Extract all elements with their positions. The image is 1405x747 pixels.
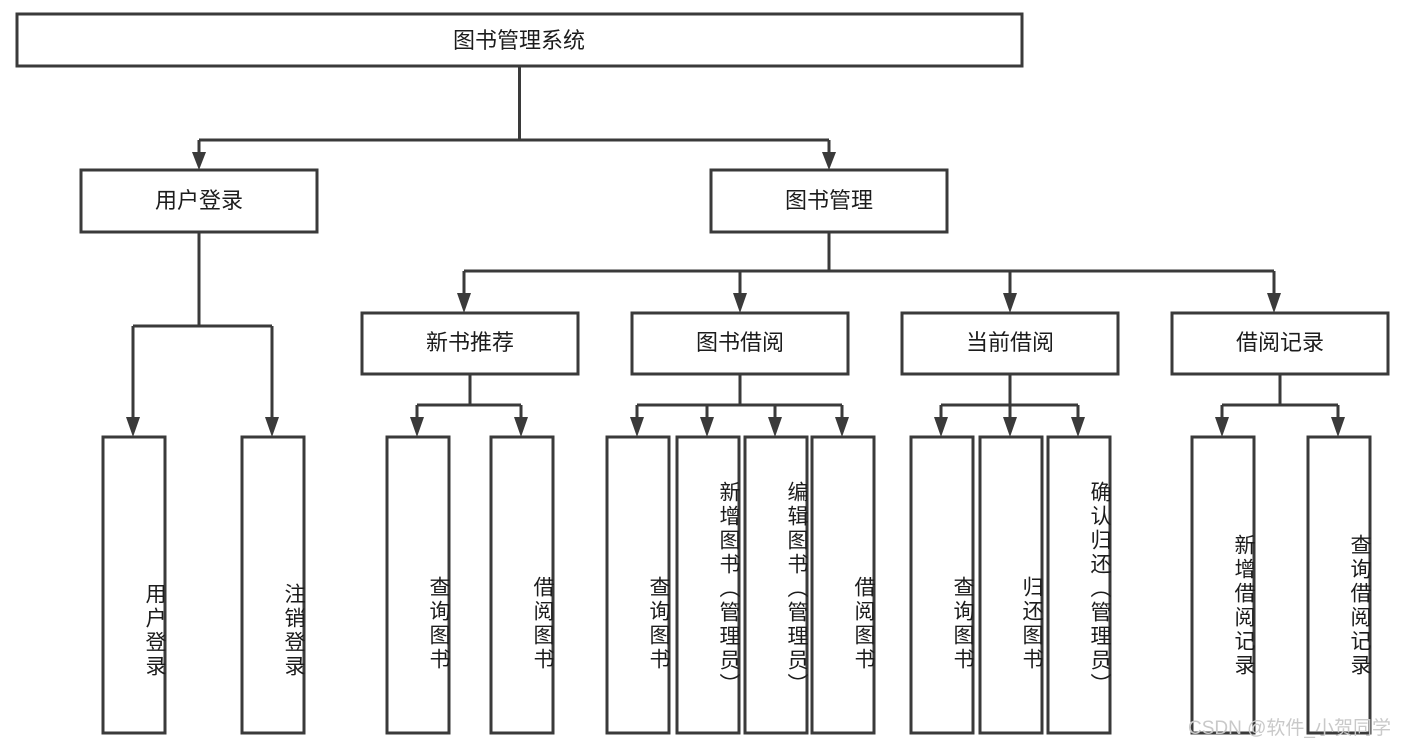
node-borrow-record-label: 借阅记录 <box>1236 330 1324 355</box>
arrowhead-leaf-add-book <box>700 417 714 437</box>
leaf-box-borrow-book-2[interactable] <box>810 435 876 735</box>
leaf-box-query-book-1[interactable] <box>385 435 451 735</box>
leaf-box-return-book[interactable] <box>978 435 1044 735</box>
node-current-borrow[interactable]: 当前借阅 <box>900 311 1120 376</box>
node-borrow-record[interactable]: 借阅记录 <box>1170 311 1390 376</box>
watermark-text: CSDN @软件_小贺同学 <box>1188 718 1391 739</box>
connector-group-borrow-record <box>1215 374 1345 437</box>
node-book-borrow-label: 图书借阅 <box>696 330 784 355</box>
leaf-box-query-record[interactable] <box>1306 435 1372 735</box>
connector-group-current-borrow <box>934 374 1085 437</box>
node-new-book-recommend[interactable]: 新书推荐 <box>360 311 580 376</box>
leaf-box-user-logout[interactable] <box>240 435 306 735</box>
node-user-login[interactable]: 用户登录 <box>79 168 319 234</box>
node-new-book-recommend-box[interactable] <box>360 311 580 376</box>
arrowhead-leaf-query-book-3 <box>934 417 948 437</box>
node-root-box[interactable] <box>15 12 1024 68</box>
arrowhead-leaf-user-logout <box>265 417 279 437</box>
leaf-box-query-book-3[interactable] <box>909 435 975 735</box>
node-user-login-box[interactable] <box>79 168 319 234</box>
node-new-book-recommend-label: 新书推荐 <box>426 330 514 355</box>
arrowhead-new-book-recommend <box>457 293 471 313</box>
arrowhead-leaf-query-book-2 <box>630 417 644 437</box>
leaf-box-confirm-return[interactable] <box>1046 435 1112 735</box>
arrowhead-leaf-borrow-book-2 <box>835 417 849 437</box>
leaf-box-add-record[interactable] <box>1190 435 1256 735</box>
node-current-borrow-box[interactable] <box>900 311 1120 376</box>
arrowhead-borrow-record <box>1267 293 1281 313</box>
leaf-box-user-login[interactable] <box>101 435 167 735</box>
connector-group-book-borrow <box>630 374 849 437</box>
leaf-box-borrow-book-1[interactable] <box>489 435 555 735</box>
arrowhead-leaf-query-record <box>1331 417 1345 437</box>
arrowhead-leaf-edit-book <box>768 417 782 437</box>
leaf-box-query-book-2[interactable] <box>605 435 671 735</box>
node-current-borrow-label: 当前借阅 <box>966 330 1054 355</box>
node-book-management-label: 图书管理 <box>785 188 873 213</box>
connector-group-user-login <box>126 232 279 437</box>
leaf-box-edit-book[interactable] <box>743 435 809 735</box>
node-book-borrow-box[interactable] <box>630 311 850 376</box>
node-borrow-record-box[interactable] <box>1170 311 1390 376</box>
node-book-management[interactable]: 图书管理 <box>709 168 949 234</box>
leaf-boxes <box>101 435 1372 735</box>
arrowhead-book-borrow <box>733 293 747 313</box>
node-book-management-box[interactable] <box>709 168 949 234</box>
connector-group-root <box>192 66 836 170</box>
leaf-box-add-book[interactable] <box>675 435 741 735</box>
arrowhead-leaf-query-book-1 <box>410 417 424 437</box>
node-book-borrow[interactable]: 图书借阅 <box>630 311 850 376</box>
arrowhead-leaf-confirm-return <box>1071 417 1085 437</box>
arrowhead-leaf-return-book <box>1003 417 1017 437</box>
connector-group-new-book-recommend <box>410 374 528 437</box>
arrowhead-leaf-borrow-book-1 <box>514 417 528 437</box>
arrowhead-leaf-user-login <box>126 417 140 437</box>
node-root-label: 图书管理系统 <box>453 28 585 53</box>
arrowhead-current-borrow <box>1003 293 1017 313</box>
arrowhead-book-management <box>822 152 836 170</box>
node-user-login-label: 用户登录 <box>155 188 243 213</box>
node-root[interactable]: 图书管理系统 <box>15 12 1024 68</box>
arrowhead-leaf-add-record <box>1215 417 1229 437</box>
connector-group-book-management <box>457 232 1281 313</box>
arrowhead-user-login <box>192 152 206 170</box>
